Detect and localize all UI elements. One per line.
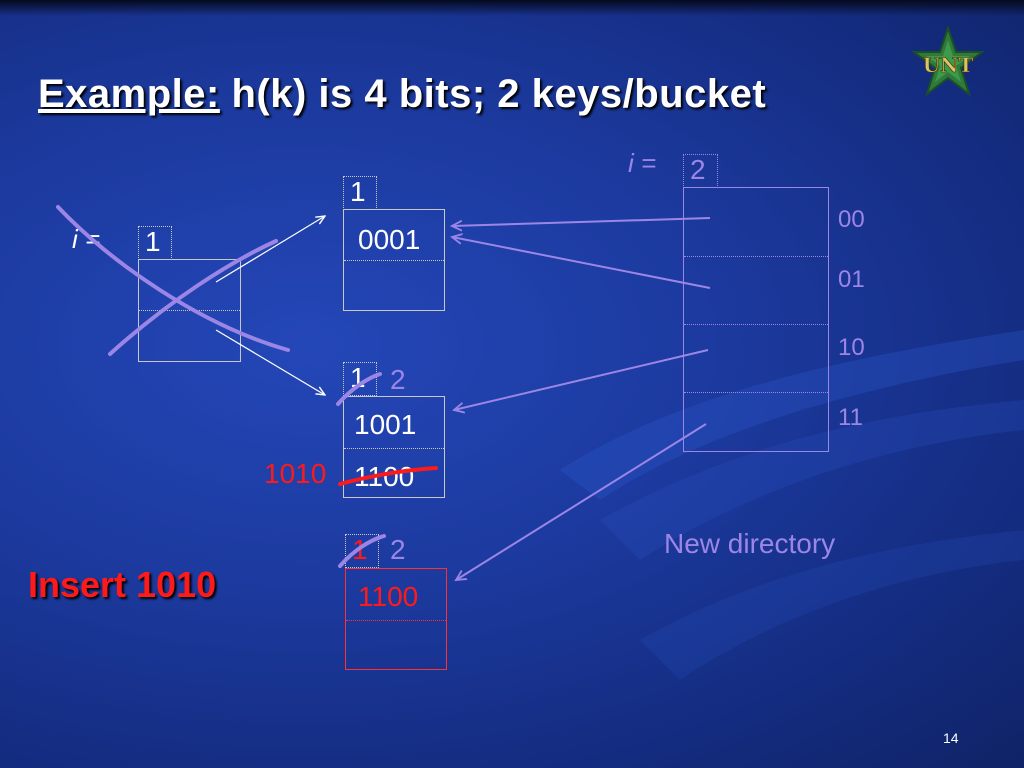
old-i-label: i =: [72, 224, 101, 254]
old-directory: [138, 259, 241, 362]
unt-logo-icon: UNT: [911, 26, 985, 97]
bucket-b-key-2: 1100: [354, 461, 415, 492]
bucket-a-depth: 1: [343, 176, 377, 210]
new-directory-divider-3: [684, 392, 828, 393]
bucket-a-key-1: 0001: [358, 224, 421, 255]
slide-title: Example: h(k) is 4 bits; 2 keys/bucket: [38, 72, 766, 117]
title-rest: h(k) is 4 bits; 2 keys/bucket: [219, 72, 767, 116]
dir-entry-00: 00: [838, 206, 865, 233]
bucket-b-divider: [344, 448, 444, 449]
bucket-b-key-1: 1001: [354, 409, 417, 440]
svg-text:UNT: UNT: [923, 53, 974, 77]
bucket-b-new-depth: 2: [390, 364, 406, 395]
bucket-c-depth: 1: [345, 534, 379, 568]
title-example: Example:: [38, 72, 220, 116]
new-i-label: i =: [628, 148, 657, 178]
bucket-c-divider: [346, 620, 446, 621]
new-i-value: 2: [683, 154, 718, 188]
inserted-key-1010: 1010: [264, 458, 327, 489]
bucket-a-divider: [344, 260, 444, 261]
dir-entry-11: 11: [838, 404, 863, 431]
insert-label: Insert 1010: [28, 564, 217, 605]
new-directory-divider-2: [684, 324, 828, 325]
dir-entry-10: 10: [838, 334, 865, 361]
bucket-c-key-1: 1100: [358, 581, 419, 612]
bucket-b: 1001 1100: [343, 396, 445, 498]
page-number: 14: [943, 730, 959, 746]
new-directory-divider-1: [684, 256, 828, 257]
old-i-value: 1: [138, 226, 172, 260]
old-directory-divider: [139, 310, 240, 311]
bucket-c-new-depth: 2: [390, 534, 406, 565]
bucket-a: 0001: [343, 209, 445, 311]
new-directory-caption: New directory: [664, 528, 836, 559]
dir-entry-01: 01: [838, 266, 865, 293]
bucket-c: 1100: [345, 568, 447, 670]
top-shadow-bar: [0, 0, 1024, 16]
bucket-b-depth: 1: [343, 362, 377, 396]
new-directory: [683, 187, 829, 452]
